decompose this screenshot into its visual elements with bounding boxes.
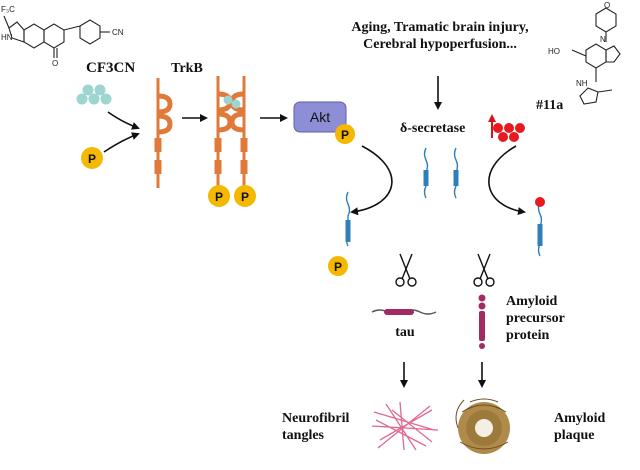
phosphate-arrow bbox=[103, 132, 140, 153]
inhibitor-binding-arrow bbox=[488, 145, 526, 216]
akt-phosphate-text: P bbox=[341, 128, 349, 142]
compound-11a-structure bbox=[571, 7, 621, 105]
compound-11a-label: #11a bbox=[536, 98, 564, 113]
hn-substituent-text: HN bbox=[1, 33, 13, 42]
ligand-arrow bbox=[107, 111, 140, 130]
app-label-line-3: protein bbox=[506, 328, 550, 343]
scissors-icon bbox=[395, 253, 417, 287]
carbonyl-o-text: O bbox=[52, 59, 58, 68]
akt-phosphorylation-arrow bbox=[350, 145, 393, 216]
tangles-label-line-1: Neurofibril bbox=[282, 411, 350, 426]
n-morpholine-text: N bbox=[600, 35, 606, 44]
tangles-illustration bbox=[371, 401, 439, 451]
cf3cn-structure bbox=[3, 15, 110, 58]
trigger-line-2: Cerebral hypoperfusion... bbox=[363, 37, 517, 52]
scissors-icon bbox=[473, 253, 495, 287]
dimer-phosphate-left: P bbox=[208, 185, 230, 207]
bound-ligand bbox=[223, 95, 241, 109]
phosphate-input: P bbox=[81, 147, 103, 169]
inhibitor-dots bbox=[493, 123, 525, 142]
phosphate-p-text: P bbox=[88, 152, 96, 166]
akt-label: Akt bbox=[310, 109, 330, 125]
cn-substituent-text: CN bbox=[112, 28, 124, 37]
cf3-substituent-text: F₃C bbox=[1, 5, 15, 14]
plaque-illustration bbox=[455, 398, 510, 454]
substrate-phosphate-text: P bbox=[334, 260, 342, 274]
akt-kinase: Akt bbox=[293, 101, 347, 133]
dimer-phosphate-left-text: P bbox=[215, 190, 223, 204]
trkb-dimer bbox=[214, 76, 248, 188]
trigger-line-1: Aging, Tramatic brain injury, bbox=[351, 20, 529, 35]
tau-label: tau bbox=[395, 325, 415, 340]
app-fragment bbox=[478, 294, 486, 349]
tau-fragment bbox=[371, 309, 437, 315]
dimer-phosphate-right-text: P bbox=[241, 190, 249, 204]
plaque-label-line-1: Amyloid bbox=[554, 411, 606, 426]
plaque-label-line-2: plaque bbox=[554, 428, 595, 443]
phosphorylated-substrate: P bbox=[328, 191, 351, 276]
nh-substituent-text: NH bbox=[576, 79, 588, 88]
app-label-line-1: Amyloid bbox=[506, 294, 558, 309]
ligand-dots bbox=[76, 84, 112, 105]
tangles-label-line-2: tangles bbox=[282, 428, 324, 443]
dimer-phosphate-right: P bbox=[234, 185, 256, 207]
trkb-label: TrkB bbox=[171, 61, 203, 76]
ho-substituent-text: HO bbox=[548, 47, 560, 56]
o-morpholine-text: O bbox=[604, 1, 610, 10]
trkb-receptor bbox=[154, 78, 173, 188]
akt-phosphate: P bbox=[335, 124, 355, 144]
cf3cn-label: CF3CN bbox=[86, 60, 136, 76]
delta-secretase-label: δ-secretase bbox=[400, 121, 466, 136]
app-label-line-2: precursor bbox=[506, 311, 565, 326]
inhibited-substrate bbox=[535, 197, 545, 257]
substrate-pair bbox=[423, 147, 459, 199]
